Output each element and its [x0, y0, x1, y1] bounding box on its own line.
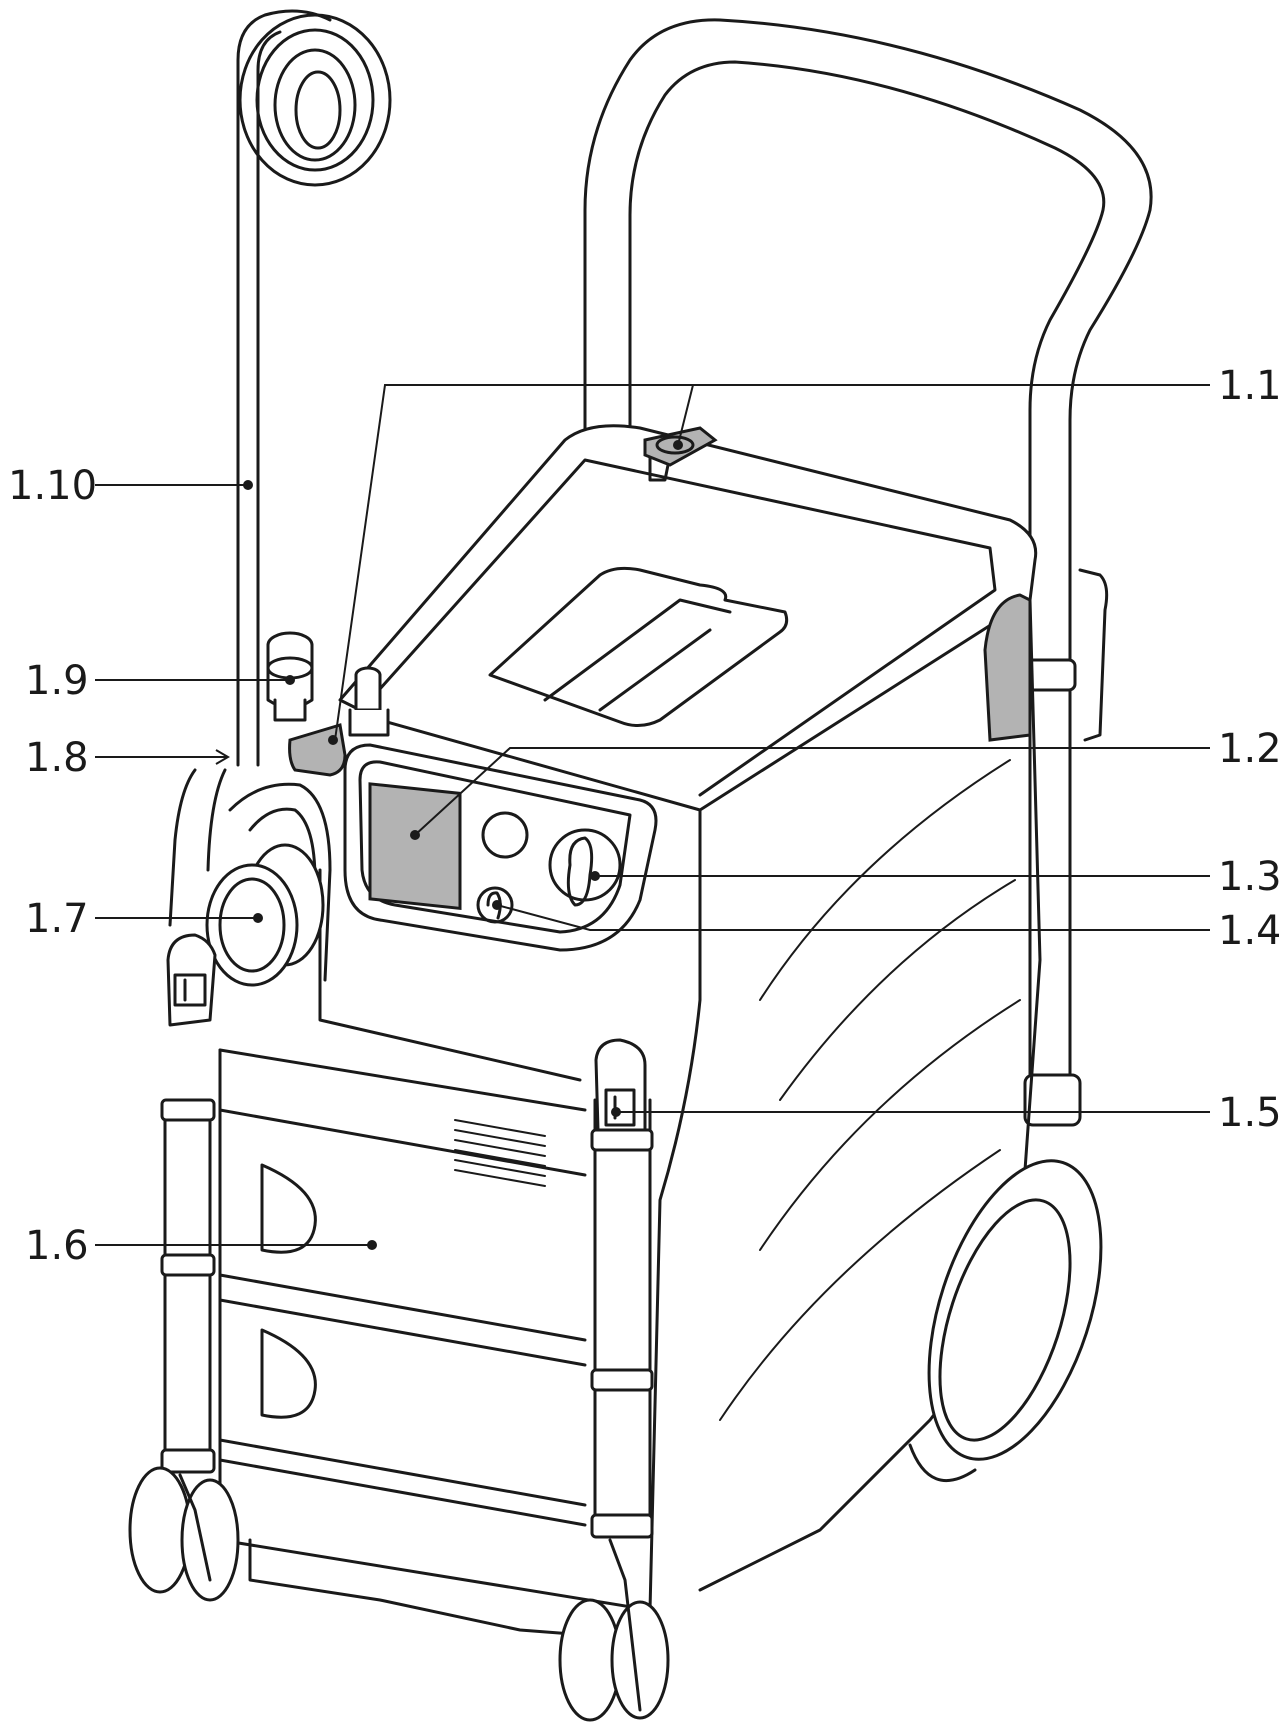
leader-lines	[95, 384, 1210, 1250]
hose-connector	[205, 782, 332, 987]
callout-1-3: 1.3	[1218, 854, 1279, 900]
callout-1-6: 1.6	[25, 1223, 89, 1269]
push-handle	[583, 18, 1153, 1127]
frame-tubes	[160, 768, 654, 1539]
right-latch	[594, 1038, 647, 1132]
callout-1-9: 1.9	[25, 658, 89, 704]
callout-1-2: 1.2	[1218, 726, 1279, 772]
callout-1-5: 1.5	[1218, 1090, 1279, 1136]
callout-1-1: 1.1	[1218, 363, 1279, 409]
vacuum-body	[218, 424, 1042, 1642]
callout-1-10: 1.10	[8, 463, 97, 509]
rear-wheel	[908, 1159, 1103, 1482]
hose-holder-rod	[236, 9, 392, 767]
front-right-caster	[558, 1538, 670, 1722]
front-left-caster	[128, 1466, 240, 1602]
callout-1-4: 1.4	[1218, 908, 1279, 954]
left-latch	[166, 933, 217, 1027]
callout-1-7: 1.7	[25, 896, 89, 942]
front-vent	[454, 1119, 546, 1187]
callout-1-8: 1.8	[25, 735, 89, 781]
